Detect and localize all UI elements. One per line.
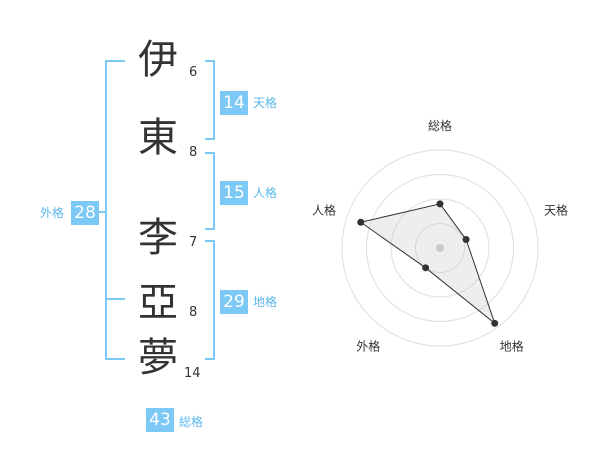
radar-center-dot (436, 244, 444, 252)
radar-axis-label: 人格 (312, 202, 336, 217)
name-char-5: 夢 (138, 335, 178, 381)
radar-ring (390, 198, 490, 298)
chikaku-bracket-bottom (205, 358, 215, 360)
radar-axis-label: 地格 (500, 339, 524, 354)
radar-data-point (422, 264, 430, 272)
tenkaku-value-badge: 14 (220, 91, 248, 115)
tenkaku-bracket-vertical (213, 60, 215, 140)
gaikaku-label: 外格 (40, 206, 65, 220)
soukaku-label: 総格 (179, 415, 204, 429)
radar-axis-label: 総格 (428, 118, 452, 133)
stroke-count-4: 8 (189, 305, 198, 320)
chikaku-bracket-top (205, 240, 215, 242)
chikaku-label: 地格 (253, 295, 278, 309)
name-char-2: 東 (138, 115, 178, 161)
radar-ring (415, 223, 465, 273)
jinkaku-bracket-bottom (205, 228, 215, 230)
stroke-count-2: 8 (189, 145, 198, 160)
chikaku-value-badge: 29 (220, 290, 248, 314)
tenkaku-bracket-top (205, 60, 215, 62)
radar-data-polygon (359, 203, 496, 325)
jinkaku-value-badge: 15 (220, 181, 248, 205)
tenkaku-bracket-bottom (205, 138, 215, 140)
radar-axis-label: 天格 (544, 202, 568, 217)
stroke-count-5: 14 (184, 366, 201, 381)
tenkaku-label: 天格 (253, 96, 278, 110)
chikaku-bracket-vertical (213, 240, 215, 360)
gaikaku-bracket-bottom (105, 358, 125, 360)
gaikaku-bracket-top (105, 60, 125, 62)
jinkaku-bracket-top (205, 152, 215, 154)
radar-data-point (436, 200, 444, 208)
name-char-4: 亞 (138, 280, 178, 326)
jinkaku-label: 人格 (253, 186, 278, 200)
radar-ring (341, 149, 539, 347)
jinkaku-bracket-vertical (213, 152, 215, 230)
radar-data-point (357, 218, 365, 226)
soukaku-value-badge: 43 (146, 408, 174, 432)
gaikaku-bracket-vertical (105, 60, 107, 360)
radar-data-point (462, 236, 470, 244)
radar-data-point (491, 319, 499, 327)
name-char-3: 李 (138, 215, 178, 261)
gaikaku-value-badge: 28 (71, 201, 99, 225)
radar-ring (366, 174, 514, 322)
gaikaku-connector (97, 211, 105, 213)
stroke-count-1: 6 (189, 65, 198, 80)
stroke-count-3: 7 (189, 235, 198, 250)
gaikaku-bracket-mid (105, 298, 125, 300)
radar-axis-label: 外格 (356, 339, 380, 354)
name-char-1: 伊 (138, 37, 178, 83)
